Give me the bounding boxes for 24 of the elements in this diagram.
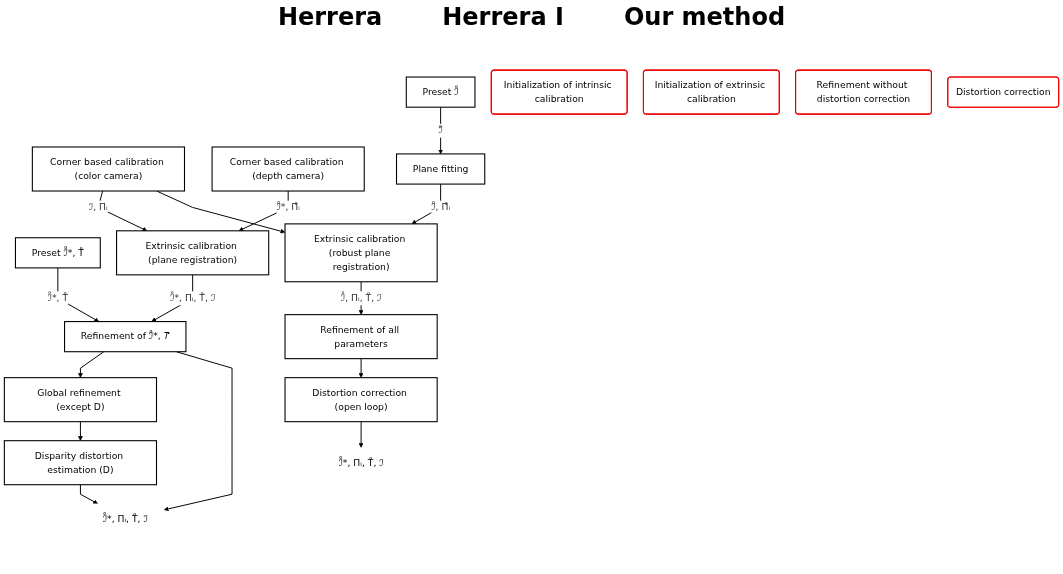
node-text: ℐ̊*, Πᵢ, T̊, ℐ [102, 512, 148, 524]
node-box: Corner based calibration (color camera) [31, 146, 186, 192]
edge-label: ℐ̊*, Π̊ᵢ [276, 201, 300, 213]
column-heading: Herrera [277, 3, 383, 31]
column-heading: Herrera I [442, 3, 564, 31]
edge-label: ℐ̊*, T̊ [47, 292, 69, 304]
node-box: Distortion correction (open loop) [284, 377, 438, 423]
node-box: Corner based calibration (depth camera) [211, 146, 365, 192]
node-box: Preset ℐ̊*, T̊ [14, 237, 101, 269]
node-box: Plane fitting [395, 153, 486, 185]
node-box: Disparity distortion estimation (D) [3, 440, 158, 486]
edge-label: ℐ, Πᵢ [88, 201, 108, 213]
node-box: Preset ℐ̊ [405, 76, 476, 108]
edge-label: ℐ̊, Πᵢ, T̊, ℐ [340, 292, 382, 304]
node-box: Refinement of all parameters [284, 314, 438, 360]
node-box: Extrinsic calibration (robust plane registration) [284, 223, 438, 283]
edge-label: ℐ̊*, Πᵢ, T̊, ℐ [170, 292, 216, 304]
edge-label: ℐ̊, Π̊ᵢ [431, 201, 451, 213]
node-box: Global refinement (except D) [3, 377, 158, 423]
node-box: Refinement of ℐ̊*, 𝑇̊ [64, 321, 187, 353]
node-box: Extrinsic calibration (plane registration) [116, 230, 270, 276]
column-heading: Our method [623, 3, 786, 31]
node-text: ℐ̊*, Πᵢ, T̊, ℐ [338, 456, 384, 468]
edge-label: ℐ̊ [438, 124, 443, 136]
